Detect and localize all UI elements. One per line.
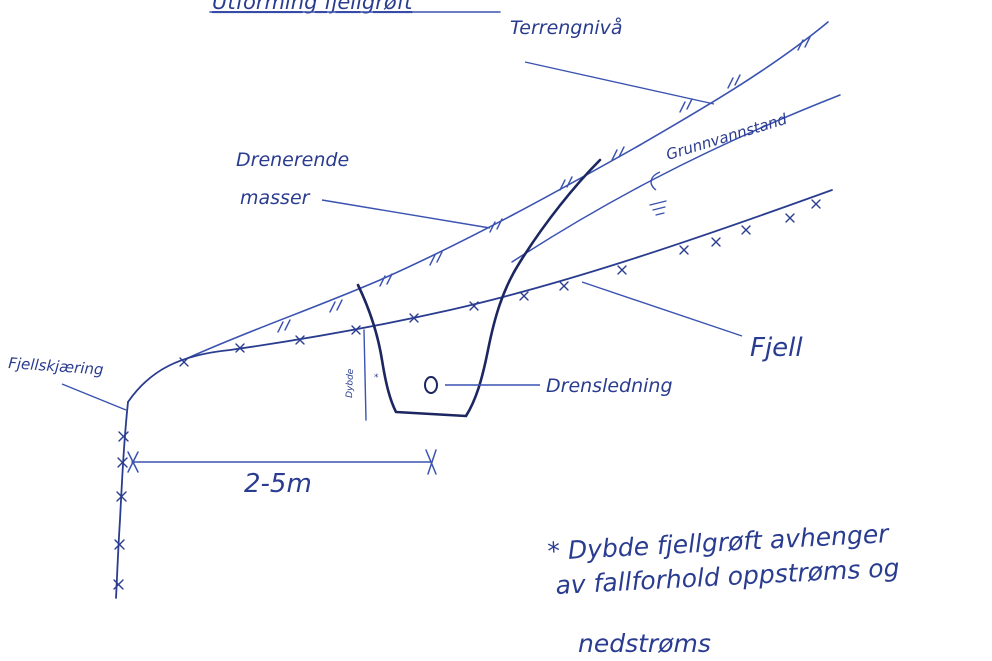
dimension-tick-right xyxy=(425,449,437,475)
rock-cut-wall xyxy=(115,401,129,599)
rock-cut-hatching xyxy=(113,431,129,590)
groundwater-leader xyxy=(650,171,661,191)
depth-label: Dybde xyxy=(345,368,356,398)
terrain-hatching xyxy=(277,36,811,333)
groundwater-line xyxy=(511,94,841,263)
depth-line xyxy=(363,329,367,421)
depth-marker: * xyxy=(374,373,379,383)
dimension-tick-left xyxy=(127,451,139,473)
draining-masses-label-line2: masser xyxy=(240,187,311,209)
draining-masses-label-line1: Drenerende xyxy=(236,149,349,171)
rock-cut-label: Fjellskjæring xyxy=(8,354,104,379)
terrain-label: Terrengnivå xyxy=(510,16,623,39)
drain-pipe-label: Drensledning xyxy=(546,375,673,397)
dimension-label: 2-5m xyxy=(244,469,312,499)
footnote-line3: nedstrøms xyxy=(578,629,711,658)
rock-surface-hatching xyxy=(179,199,821,367)
terrain-leader xyxy=(524,61,715,105)
drain-pipe xyxy=(424,376,438,394)
rock-leader xyxy=(581,281,743,337)
rock-label: Fjell xyxy=(750,333,803,363)
draining-masses-leader xyxy=(321,199,491,229)
trench-outline xyxy=(356,158,602,418)
terrain-line xyxy=(187,21,829,359)
diagram-title: Utforming fjellgrøft xyxy=(212,0,413,14)
rock-surface-line xyxy=(127,189,833,403)
groundwater-label: Grunnvannstand xyxy=(664,110,790,164)
rock-cut-leader xyxy=(61,383,127,411)
groundwater-symbol xyxy=(649,200,667,216)
